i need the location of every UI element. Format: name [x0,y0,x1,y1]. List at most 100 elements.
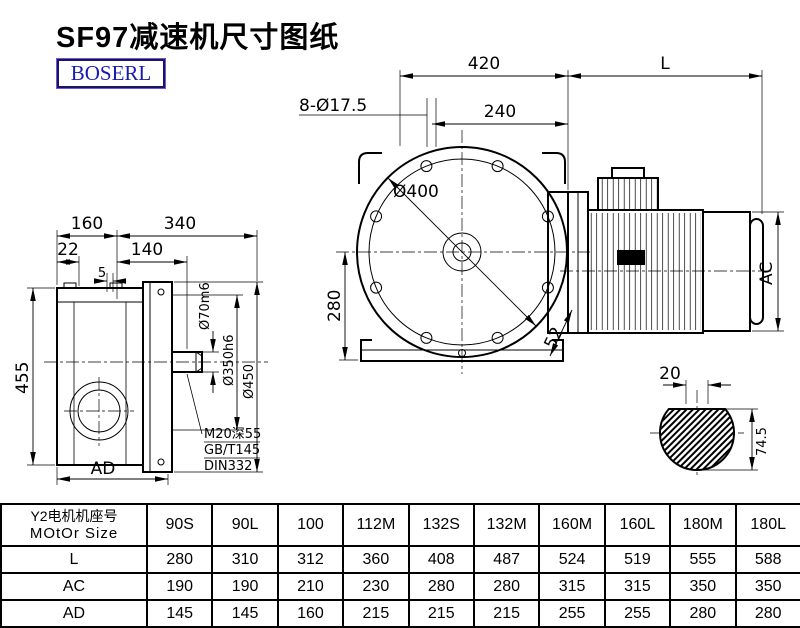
cell-AC-5: 280 [472,572,541,601]
table-row-AD: AD 145 145 160 215 215 215 255 255 280 2… [0,599,800,628]
dim-420: 420 [399,54,569,190]
bolt-hole-note: 8-Ø17.5 [299,96,437,147]
brand-logo: BOSERL [57,59,165,88]
dim-AD: AD [56,459,169,485]
dim-dia350: Ø350h6 [172,294,243,431]
motor-size-label-en: MOtOr Size [29,525,119,542]
dim-dia450: Ø450 [174,281,263,473]
terminal-box [597,177,659,211]
cell-AC-0: 190 [145,572,214,601]
cell-AD-3: 215 [342,599,410,628]
cell-AC-7: 315 [603,572,672,601]
bolt-circle [368,158,556,346]
thread-note-line2: GB/T145 [204,443,260,458]
motor-size-header-cell: Y2电机机座号 MOtOr Size [0,503,148,547]
dim-AC: AC [752,211,784,332]
dia-350-label: Ø350h6 [222,334,237,386]
cell-AD-9: 280 [734,599,800,628]
col-header-180L: 180L [734,503,800,547]
row-label-AC: AC [0,572,148,601]
col-header-90L: 90L [211,503,279,547]
dia-450-label: Ø450 [242,364,257,399]
cell-AC-2: 210 [276,572,345,601]
dim-22: 22 [57,240,80,286]
col-header-160M: 160M [538,503,606,547]
cell-AC-3: 230 [342,572,410,601]
dim-AD-label: AD [91,459,116,479]
col-header-160L: 160L [603,503,672,547]
cell-AD-4: 215 [407,599,475,628]
bolt-note-label: 8-Ø17.5 [299,96,367,116]
dia-400-label: Ø400 [393,182,439,202]
dim-74-5-label: 74.5 [755,427,770,456]
dim-240-label: 240 [484,102,516,122]
cell-L-3: 360 [342,545,410,574]
fan-cover [702,211,751,332]
cell-AC-9: 350 [734,572,800,601]
dim-20: 20 [659,364,731,404]
thread-note: M20深55 GB/T145 DIN332 [186,373,261,474]
dim-420-label: 420 [468,54,500,74]
dim-455: 455 [13,287,55,466]
table-row-AC: AC 190 190 210 230 280 280 315 315 350 3… [0,572,800,601]
row-label-L: L [0,545,148,574]
cell-L-4: 408 [407,545,475,574]
dim-140-label: 140 [131,240,163,260]
output-side-flange [547,191,569,334]
housing-corner-tab-right [542,152,566,184]
cell-AD-8: 280 [669,599,737,628]
dim-280-label: 280 [325,290,345,322]
dim-160-label: 160 [71,214,103,234]
dim-AC-label: AC [757,262,777,285]
motor-dimension-table: Y2电机机座号 MOtOr Size 90S 90L 100 112M 132S… [0,503,800,628]
cell-L-6: 524 [538,545,606,574]
cell-AD-6: 255 [538,599,606,628]
top-bolt-left [63,282,77,289]
page-title: SF97减速机尺寸图纸 [56,22,340,54]
dim-dia70: Ø70m6 [198,282,219,393]
col-header-90S: 90S [145,503,214,547]
col-header-180M: 180M [669,503,737,547]
dim-22-label: 22 [57,240,79,260]
cell-L-7: 519 [603,545,672,574]
cell-L-2: 312 [276,545,345,574]
dim-140: 140 [117,240,188,349]
motor-nameplate [617,250,645,265]
row-label-AD: AD [0,599,148,628]
dim-240: 240 [432,102,568,127]
fan-cover-end-cap [749,218,764,325]
dim-340-label: 340 [164,214,196,234]
cell-L-9: 588 [734,545,800,574]
cell-AD-2: 160 [276,599,345,628]
col-header-132S: 132S [407,503,475,547]
side-view: 160 340 22 140 5 455 [13,214,268,485]
cell-L-0: 280 [145,545,214,574]
dim-280: 280 [325,252,358,361]
cell-L-1: 310 [211,545,279,574]
motor-size-label-cn: Y2电机机座号 [30,508,118,524]
housing-corner-tab-left [358,152,382,184]
motor-fins [590,213,701,330]
cell-L-5: 487 [472,545,541,574]
dim-L-label: L [660,54,670,74]
dim-L: L [568,54,763,214]
dia-70-label: Ø70m6 [198,282,213,330]
dim-dia400: Ø400 [387,177,537,327]
dim-5: 5 [94,266,126,292]
thread-note-line1: M20深55 [204,427,261,442]
cell-AC-8: 350 [669,572,737,601]
dim-340: 340 [117,214,258,281]
thread-note-line3: DIN332 [204,459,252,474]
col-header-100: 100 [276,503,345,547]
mounting-flange [142,281,173,473]
cell-AD-7: 255 [603,599,672,628]
shaft-section-shape [659,408,735,471]
input-shaft [171,351,203,373]
table-header-row: Y2电机机座号 MOtOr Size 90S 90L 100 112M 132S… [0,503,800,547]
cell-AC-1: 190 [211,572,279,601]
technical-drawing: 420 L 240 8-Ø17.5 [13,54,784,485]
cell-AD-1: 145 [211,599,279,628]
motor-view: AC [560,167,784,334]
dim-5-label: 5 [98,266,106,281]
dim-20-label: 20 [659,364,681,384]
